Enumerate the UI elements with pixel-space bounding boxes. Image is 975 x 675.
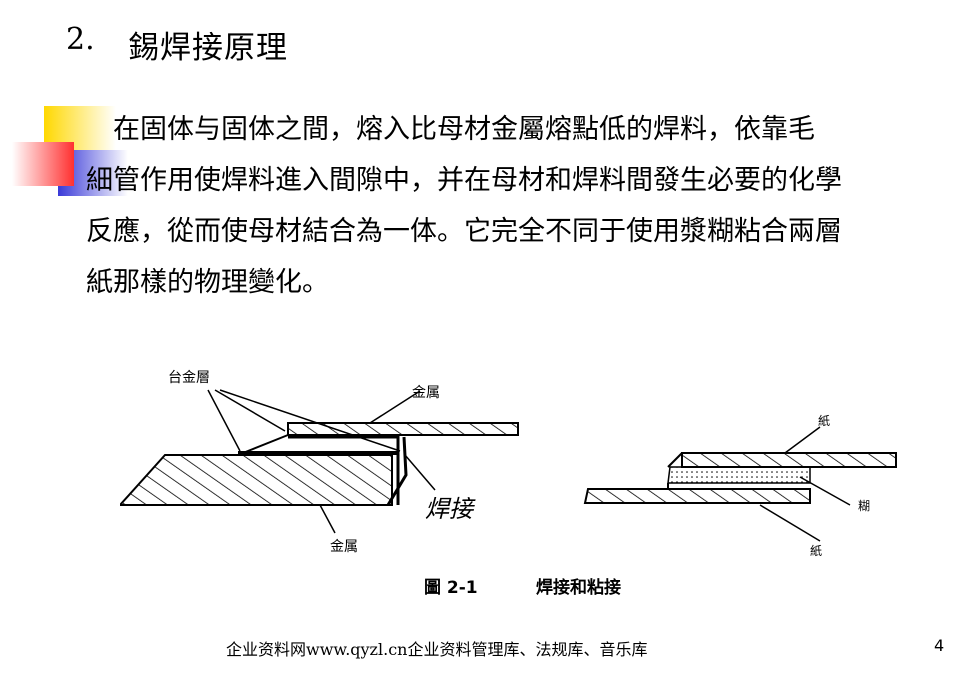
label-metal-bottom: 金属 xyxy=(330,539,358,555)
label-paper-top: 紙 xyxy=(818,413,830,428)
figure-solder-vs-paste: 台金層 金属 金属 焊接 紙 糊 紙 圖 2-1 焊接和粘接 xyxy=(120,370,897,598)
label-alloy-layer: 台金層 xyxy=(168,370,210,386)
bottom-metal xyxy=(120,454,393,506)
page-number: 4 xyxy=(934,636,945,655)
solder-diagram xyxy=(120,389,519,534)
label-paste: 糊 xyxy=(858,498,870,513)
deco-red-square xyxy=(12,142,74,186)
paragraph-line: 在固体与固体之間，熔入比母材金屬熔點低的焊料，依靠毛 xyxy=(86,114,815,145)
footer-text: 企业资料网www.qyzl.cn企业资料管理库、法规库、音乐库 xyxy=(226,640,648,659)
body-paragraph: 在固体与固体之間，熔入比母材金屬熔點低的焊料，依靠毛 細管作用使焊料進入間隙中，… xyxy=(86,104,966,308)
page-title: 錫焊接原理 xyxy=(128,30,288,66)
paste-diagram xyxy=(583,426,897,542)
figure-caption-text: 焊接和粘接 xyxy=(536,577,621,598)
bullet-decoration xyxy=(12,106,128,196)
label-solder: 焊接 xyxy=(425,495,476,523)
heading-number: 2. xyxy=(66,22,95,57)
paragraph-line: 紙那樣的物理變化。 xyxy=(86,267,329,298)
figure-caption-number: 圖 2-1 xyxy=(424,578,478,598)
paste-layer xyxy=(667,466,811,484)
top-paper xyxy=(681,452,897,468)
paragraph-line: 反應，從而使母材結合為一体。它完全不同于使用漿糊粘合兩層 xyxy=(86,216,842,247)
bottom-paper xyxy=(583,488,811,504)
label-metal-top: 金属 xyxy=(412,385,440,401)
label-paper-bottom: 紙 xyxy=(810,543,822,558)
paragraph-line: 細管作用使焊料進入間隙中，并在母材和焊料間發生必要的化學 xyxy=(86,165,842,196)
